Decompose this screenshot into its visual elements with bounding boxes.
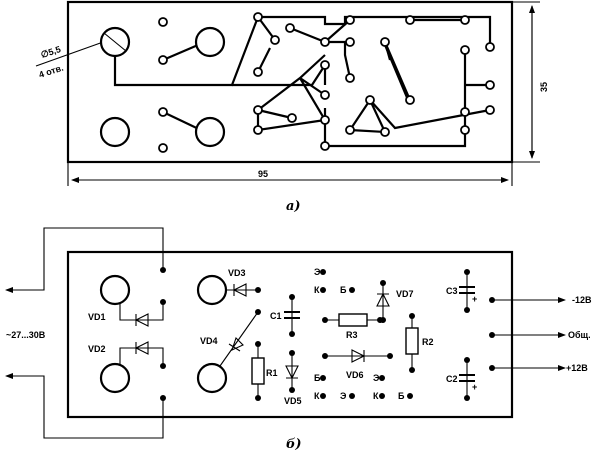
bottom-caption: б) bbox=[286, 437, 302, 452]
vd6-label: VD6 bbox=[346, 370, 364, 380]
pin-e-br: Э bbox=[373, 373, 380, 383]
mount-hole-2 bbox=[99, 116, 131, 148]
pin-b-bl: Б bbox=[314, 373, 321, 383]
c3-plus: + bbox=[472, 294, 477, 304]
input-wire-top bbox=[5, 227, 164, 293]
pin-k-br: К bbox=[373, 391, 379, 401]
diode-vd2 bbox=[134, 341, 149, 355]
capacitor-c3 bbox=[459, 286, 475, 294]
mount-hole-3 bbox=[194, 26, 226, 58]
diode-vd1 bbox=[134, 313, 149, 327]
resistor-r2 bbox=[405, 327, 419, 355]
top-pads bbox=[158, 12, 495, 153]
vd5-label: VD5 bbox=[284, 396, 302, 406]
vd7-label: VD7 bbox=[396, 289, 414, 299]
c2-plus: + bbox=[472, 382, 477, 392]
c3-label: C3 bbox=[446, 286, 458, 296]
mount-hole-b3 bbox=[196, 274, 228, 306]
output-label-pos: +12В bbox=[566, 363, 588, 373]
pin-b-br: Б bbox=[398, 391, 405, 401]
r3-label: R3 bbox=[346, 330, 358, 340]
top-caption: а) bbox=[286, 199, 301, 214]
pin-k-bl: К bbox=[314, 391, 320, 401]
diode-vd4 bbox=[228, 336, 244, 352]
hole-count-label: 4 отв. bbox=[38, 63, 65, 80]
width-dimension-label: 95 bbox=[258, 169, 268, 179]
bottom-view: ~27...30В -12В Общ. +12В VD1 VD2 VD bbox=[5, 227, 592, 452]
c2-label: C2 bbox=[446, 374, 458, 384]
vd2-label: VD2 bbox=[88, 344, 106, 354]
resistor-r3 bbox=[338, 313, 368, 327]
mount-hole-b4 bbox=[196, 362, 228, 394]
output-label-com: Общ. bbox=[568, 330, 591, 340]
pin-b-top: Б bbox=[340, 285, 347, 295]
top-view: 95 35 ∅5,5 4 отв. bbox=[35, 0, 549, 214]
c1-label: C1 bbox=[270, 311, 282, 321]
r2-label: R2 bbox=[422, 337, 434, 347]
vd1-label: VD1 bbox=[88, 312, 106, 322]
pin-e-top: Э bbox=[314, 267, 321, 277]
capacitor-c2 bbox=[459, 374, 475, 382]
diode-vd5 bbox=[285, 365, 299, 380]
pin-e-bl: Э bbox=[340, 391, 347, 401]
top-traces bbox=[113, 15, 492, 148]
input-voltage-label: ~27...30В bbox=[6, 330, 46, 340]
diode-vd7 bbox=[376, 292, 390, 307]
mount-hole-b1 bbox=[99, 274, 131, 306]
top-board-outline bbox=[66, 0, 514, 164]
diode-vd6 bbox=[351, 349, 366, 363]
mount-hole-b2 bbox=[99, 362, 131, 394]
vd4-label: VD4 bbox=[200, 336, 218, 346]
resistor-r1 bbox=[251, 357, 265, 385]
capacitor-c1 bbox=[284, 311, 300, 319]
pin-k-top: К bbox=[314, 285, 320, 295]
vd3-label: VD3 bbox=[228, 268, 246, 278]
mount-hole-4 bbox=[194, 116, 226, 148]
diode-vd3 bbox=[232, 283, 247, 297]
height-dimension-label: 35 bbox=[539, 82, 549, 92]
r1-label: R1 bbox=[266, 368, 278, 378]
input-wire-bottom bbox=[5, 373, 164, 439]
output-label-neg: -12В bbox=[572, 295, 592, 305]
